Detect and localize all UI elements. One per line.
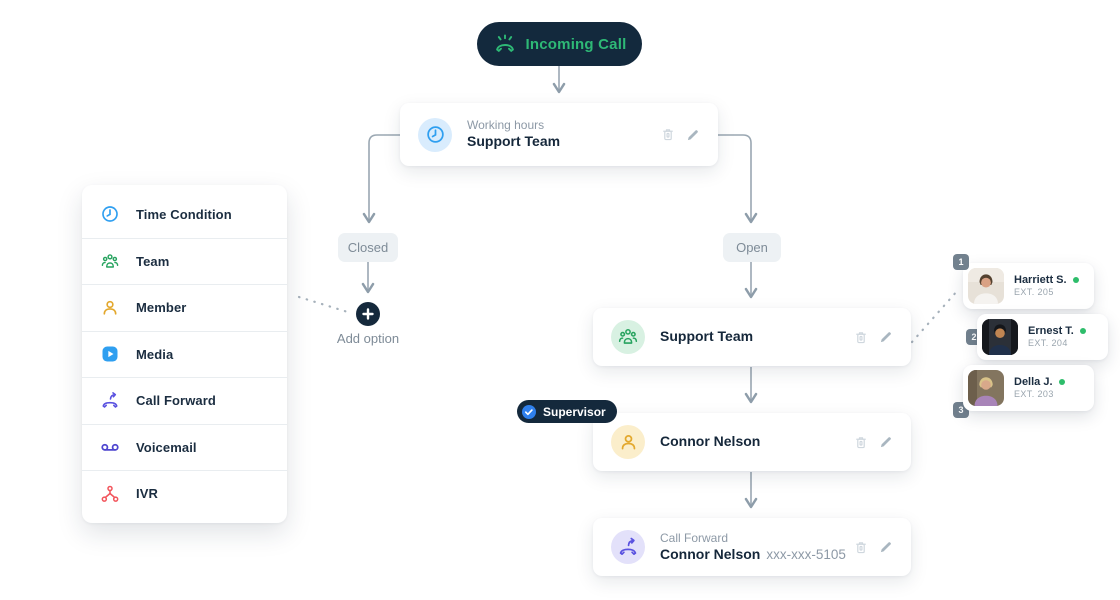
branch-label-open: Open (723, 233, 781, 262)
incoming-call-node[interactable]: Incoming Call (477, 22, 642, 66)
member-icon (611, 425, 645, 459)
node-palette: Time Condition Team Member Media (82, 185, 287, 523)
edit-node-button[interactable] (877, 433, 895, 451)
delete-node-button[interactable] (659, 126, 677, 144)
time-condition-icon (418, 117, 452, 152)
member-icon (100, 298, 120, 318)
ringing-phone-icon (495, 34, 514, 53)
member-name: Ernest T. (1028, 325, 1074, 337)
member-extension: EXT. 205 (1014, 287, 1054, 298)
palette-item-label: Team (136, 253, 170, 269)
palette-item-call-forward[interactable]: Call Forward (82, 377, 287, 424)
palette-item-time-condition[interactable]: Time Condition (82, 191, 287, 238)
node-type-label: Working hours (467, 118, 545, 133)
member-name: Harriett S. (1014, 274, 1067, 286)
online-status-dot (1079, 328, 1086, 335)
palette-item-ivr[interactable]: IVR (82, 470, 287, 517)
supervisor-label: Supervisor (543, 404, 606, 419)
clock-icon (100, 204, 120, 224)
palette-item-member[interactable]: Member (82, 284, 287, 331)
edit-node-button[interactable] (877, 538, 895, 556)
ivr-icon (100, 484, 120, 504)
support-team-node[interactable]: Support Team (593, 308, 911, 366)
edit-node-button[interactable] (877, 328, 895, 346)
palette-item-voicemail[interactable]: Voicemail (82, 423, 287, 471)
palette-item-label: Member (136, 300, 187, 316)
member-extension: EXT. 203 (1014, 389, 1054, 400)
add-option-button[interactable] (356, 302, 380, 326)
online-status-dot (1058, 379, 1065, 386)
forward-number: xxx-xxx-5105 (766, 546, 846, 562)
delete-node-button[interactable] (852, 328, 870, 346)
incoming-call-label: Incoming Call (525, 35, 627, 53)
palette-item-label: Call Forward (136, 393, 216, 409)
supervisor-badge: Supervisor (517, 400, 617, 423)
member-extension: EXT. 204 (1028, 338, 1068, 349)
avatar (968, 370, 1004, 406)
node-type-label: Call Forward (660, 530, 729, 545)
working-hours-node[interactable]: Working hours Support Team (400, 103, 718, 166)
palette-item-label: Time Condition (136, 206, 232, 222)
team-member-card[interactable]: Harriett S. EXT. 205 (963, 263, 1094, 309)
member-order-badge: 1 (953, 254, 969, 270)
team-icon (100, 251, 120, 271)
node-title: Support Team (660, 328, 754, 345)
delete-node-button[interactable] (852, 538, 870, 556)
delete-node-button[interactable] (852, 433, 870, 451)
palette-item-media[interactable]: Media (82, 330, 287, 378)
team-member-card[interactable]: Della J. EXT. 203 (963, 365, 1094, 411)
node-title: Support Team (467, 133, 561, 150)
online-status-dot (1072, 277, 1079, 284)
call-forward-icon (100, 391, 120, 411)
add-option-label: Add option (336, 331, 400, 346)
media-icon (100, 344, 120, 364)
branch-label-closed: Closed (338, 233, 398, 262)
palette-item-label: Media (136, 346, 174, 362)
voicemail-icon (100, 437, 120, 457)
member-name: Della J. (1014, 376, 1053, 388)
call-forward-icon (611, 530, 645, 564)
team-icon (611, 320, 645, 354)
palette-item-label: IVR (136, 486, 158, 502)
verified-check-icon (522, 404, 536, 419)
node-title: Connor Nelson (660, 433, 761, 450)
member-node[interactable]: Connor Nelson (593, 413, 911, 471)
avatar (968, 268, 1004, 304)
team-member-card[interactable]: Ernest T. EXT. 204 (977, 314, 1108, 360)
edit-node-button[interactable] (684, 126, 702, 144)
plus-icon (362, 308, 374, 320)
palette-item-team[interactable]: Team (82, 237, 287, 285)
avatar (982, 319, 1018, 355)
palette-item-label: Voicemail (136, 439, 197, 455)
